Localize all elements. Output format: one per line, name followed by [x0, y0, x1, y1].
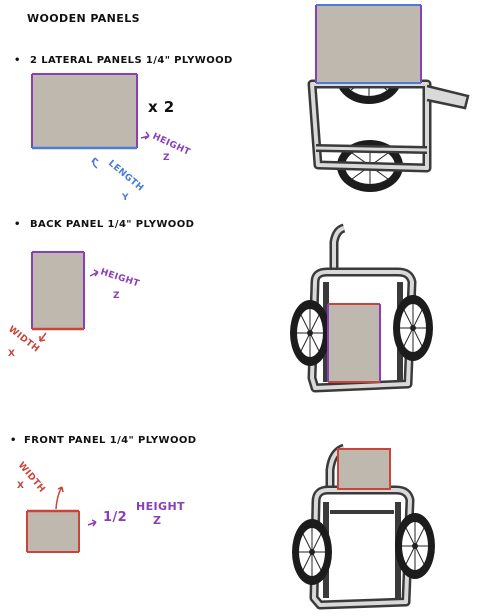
lateral-height-arrow [140, 131, 150, 140]
section-1-bullet: • [14, 55, 21, 66]
back-width-var: X [8, 349, 15, 359]
cart-3-left-wheel [292, 519, 332, 585]
front-height-label: HEIGHT [136, 500, 185, 513]
cart-3-right-wheel [395, 513, 435, 579]
section-1-heading: 2 LATERAL PANELS 1/4" PLYWOOD [30, 55, 233, 66]
front-panel [26, 509, 80, 553]
front-width-arrow [55, 486, 64, 510]
front-height-fraction: 1/2 [103, 510, 127, 525]
front-width-var: X [17, 481, 24, 491]
front-height-var: Z [153, 514, 161, 527]
front-height-arrow [87, 519, 97, 527]
cart-2-left-wheel [290, 300, 330, 366]
lateral-panel-multiplier: x 2 [148, 98, 175, 116]
back-panel-fill [32, 252, 84, 329]
back-width-arrow [39, 332, 47, 342]
lateral-length-arrow [91, 157, 99, 169]
section-2-bullet: • [14, 219, 21, 230]
cart-2-right-wheel [393, 295, 433, 361]
cart-2-panel [328, 304, 380, 382]
back-height-var: Z [113, 291, 120, 301]
back-height-label: HEIGHT [99, 267, 141, 289]
front-panel-fill [27, 511, 79, 552]
back-height-arrow [89, 269, 99, 277]
lateral-panel-fill [32, 74, 137, 148]
lateral-length-var: Y [121, 193, 129, 203]
section-3-heading: FRONT PANEL 1/4" PLYWOOD [24, 435, 197, 446]
section-3-bullet: • [10, 435, 17, 446]
lateral-height-var: Z [163, 153, 170, 163]
lateral-length-label: LENGTH [106, 159, 145, 194]
lateral-panel [31, 73, 138, 150]
lateral-height-label: HEIGHT [151, 132, 192, 158]
section-2-heading: BACK PANEL 1/4" PLYWOOD [30, 219, 194, 230]
cart-front-view-sketch [292, 443, 435, 610]
diagram-title: WOODEN PANELS [27, 12, 140, 25]
back-panel [31, 251, 85, 331]
cart-1-handle [426, 84, 470, 110]
cart-1-panel [316, 5, 421, 83]
cart-3-panel [338, 449, 390, 489]
cart-top-view-sketch [307, 4, 470, 192]
cart-back-view-sketch [290, 223, 433, 393]
